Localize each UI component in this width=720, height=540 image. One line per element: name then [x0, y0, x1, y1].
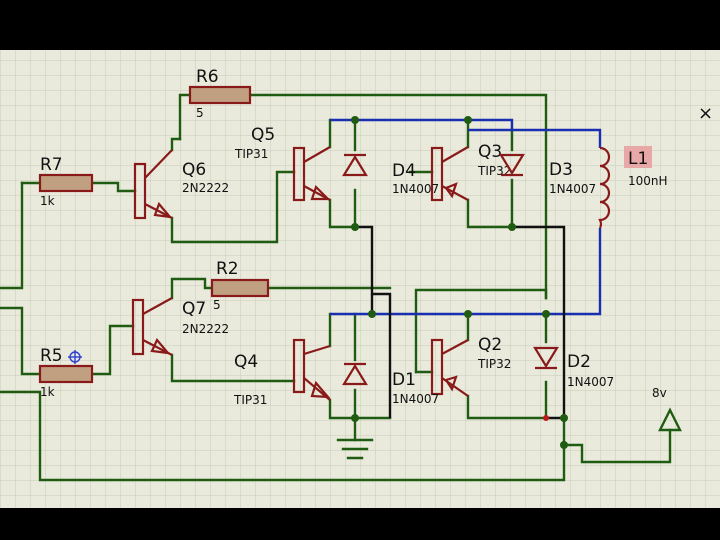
q6-value: 2N2222	[182, 181, 229, 195]
wires	[0, 93, 672, 482]
diode-d3[interactable]: D3 1N4007	[499, 153, 596, 196]
q7-value: 2N2222	[182, 322, 229, 336]
d3-value: 1N4007	[549, 182, 596, 196]
l1-value: 100nH	[628, 174, 668, 188]
d4-value: 1N4007	[392, 182, 439, 196]
l1-label: L1	[628, 149, 648, 169]
transistor-q2[interactable]: Q2 TIP32	[430, 335, 511, 397]
q5-value: TIP31	[234, 147, 268, 161]
r2-label: R2	[216, 259, 239, 279]
d4-label: D4	[392, 161, 416, 181]
close-icon[interactable]: ×	[698, 103, 713, 124]
d1-value: 1N4007	[392, 392, 439, 406]
d2-value: 1N4007	[567, 375, 614, 389]
supply-label: 8v	[652, 386, 667, 400]
r6-label: R6	[196, 67, 219, 87]
bottom-bar	[0, 508, 720, 540]
transistor-q6[interactable]: Q6 2N2222	[133, 149, 229, 220]
transistor-q5[interactable]: Q5 TIP31	[234, 125, 331, 202]
q3-label: Q3	[478, 142, 502, 162]
r7-label: R7	[40, 155, 63, 175]
resistor-r2[interactable]: R2 5	[210, 259, 270, 312]
r5-label: R5	[40, 346, 63, 366]
resistor-r7[interactable]: R7 1k	[38, 155, 94, 208]
l1-label-highlight	[624, 146, 652, 168]
resistor-r6[interactable]: R6 5	[188, 67, 252, 120]
diode-d2[interactable]: D2 1N4007	[533, 346, 614, 389]
transistor-q7[interactable]: Q7 2N2222	[131, 297, 229, 356]
top-bar	[0, 0, 720, 50]
resistor-r5[interactable]: R5 1k	[38, 346, 94, 399]
q6-label: Q6	[182, 160, 206, 180]
transistor-q4[interactable]: Q4 TIP31	[233, 338, 331, 407]
inductor-l1[interactable]: L1 100nH	[598, 146, 668, 229]
r5-value: 1k	[40, 385, 55, 399]
junctions	[351, 116, 568, 449]
q2-value: TIP32	[477, 357, 511, 371]
q5-label: Q5	[251, 125, 275, 145]
q4-label: Q4	[234, 352, 258, 372]
diode-d4[interactable]: D4 1N4007	[342, 153, 439, 196]
r2-value: 5	[213, 298, 221, 312]
r6-value: 5	[196, 106, 204, 120]
power-supply-terminal[interactable]: 8v	[652, 386, 682, 432]
q7-label: Q7	[182, 299, 206, 319]
blue-bus	[330, 118, 602, 316]
d3-label: D3	[549, 160, 573, 180]
q4-value: TIP31	[233, 393, 267, 407]
d2-label: D2	[567, 352, 591, 372]
d1-label: D1	[392, 370, 416, 390]
q2-label: Q2	[478, 335, 502, 355]
crosshair-cursor-icon	[68, 350, 82, 364]
diode-d1[interactable]: D1 1N4007	[342, 362, 439, 406]
r7-value: 1k	[40, 194, 55, 208]
ground-icon	[336, 438, 374, 460]
